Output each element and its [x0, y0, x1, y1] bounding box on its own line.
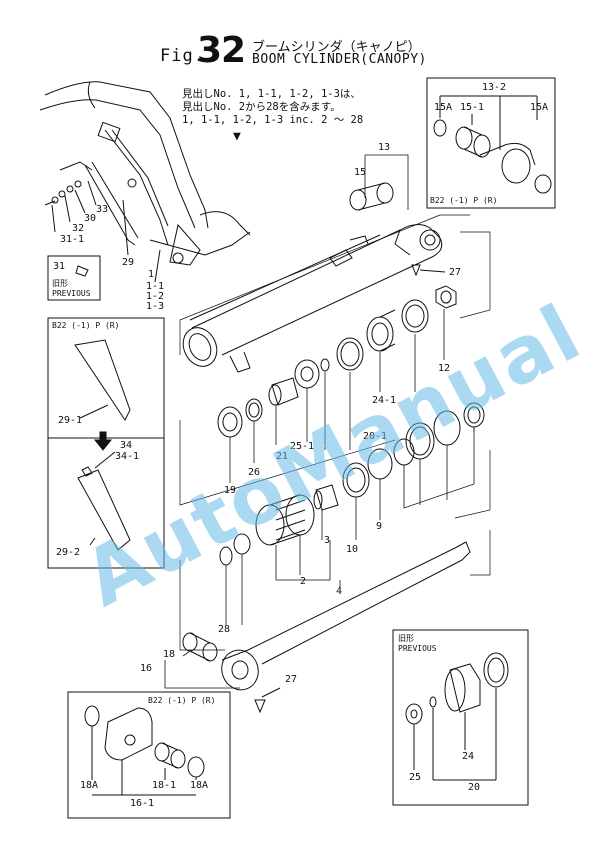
nut-12: [435, 285, 457, 309]
note-line-1: 見出しNo. 1, 1-1, 1-2, 1-3は、: [182, 88, 361, 100]
callout-15-1: 15-1: [460, 102, 485, 113]
callout-20-1: 20-1: [363, 431, 388, 442]
callout-2: 2: [300, 576, 307, 587]
callout-10: 10: [346, 544, 359, 555]
figure-label: Fig.: [160, 46, 205, 66]
inset-box-previous: [392, 629, 529, 806]
callout-1-3: 1-3: [146, 301, 165, 312]
inset-box-13-2: [426, 77, 556, 209]
inset-16-1-code: B22 (-1) P (R): [148, 696, 216, 705]
callout-34: 34: [120, 440, 133, 451]
callout-31: 31: [53, 261, 66, 272]
callout-31-1: 31-1: [60, 234, 85, 245]
bushing-18: [182, 632, 218, 662]
inset-13-2-parts: [433, 95, 552, 194]
grease-nipple-27-top: [411, 264, 446, 277]
callout-18: 18: [163, 649, 176, 660]
callout-29-1: 29-1: [58, 415, 83, 426]
callout-1-1: 1-1: [146, 281, 165, 292]
callout-24-1: 24-1: [372, 395, 397, 406]
inset-13-2-title: 13-2: [482, 82, 507, 93]
callout-18-1: 18-1: [152, 780, 177, 791]
callout-9: 9: [376, 521, 383, 532]
inset-previous-label: PREVIOUS: [398, 644, 437, 653]
callout-29-2: 29-2: [56, 547, 81, 558]
callout-16-1: 16-1: [130, 798, 155, 809]
callout-25: 25: [409, 772, 422, 783]
callout-15a-right: 15A: [530, 102, 549, 113]
callout-29: 29: [122, 257, 135, 268]
cylinder-tube: [182, 224, 443, 373]
inset-previous-old-jp: 旧形: [398, 634, 414, 643]
grease-nipple-27-bottom: [254, 687, 281, 714]
inset-13-2-code: B22 (-1) P (R): [430, 196, 498, 205]
callout-18a-left: 18A: [80, 780, 99, 791]
callout-32: 32: [72, 223, 85, 234]
callout-27-top: 27: [449, 267, 462, 278]
note-line-2: 見出しNo. 2から28を含みます。: [182, 101, 341, 113]
callout-19: 19: [224, 485, 237, 496]
pin-parts-group: [44, 180, 161, 283]
callout-15: 15: [354, 167, 367, 178]
callout-26: 26: [248, 467, 261, 478]
callout-12: 12: [438, 363, 451, 374]
inset-31-old-jp: 旧形: [52, 279, 68, 288]
callout-1-2: 1-2: [146, 291, 165, 302]
callout-13: 13: [378, 142, 391, 153]
inset-31-previous: PREVIOUS: [52, 289, 91, 298]
callout-21: 21: [276, 451, 289, 462]
callout-20: 20: [468, 782, 481, 793]
cover-29-1: [74, 339, 131, 421]
callout-24: 24: [462, 751, 475, 762]
figure-number: 32: [197, 30, 246, 71]
callout-3: 3: [324, 535, 331, 546]
bushing-15: [349, 182, 394, 211]
title-japanese: ブームシリンダ（キャノピ）: [252, 40, 421, 55]
callout-15a-left: 15A: [434, 102, 453, 113]
down-arrow-icon: ▼: [233, 129, 241, 144]
callout-33: 33: [96, 204, 109, 215]
callout-30: 30: [84, 213, 97, 224]
callout-34-1: 34-1: [115, 451, 140, 462]
inset-box-31: [47, 255, 101, 301]
boom-arm-sketch: [39, 81, 251, 266]
piston-rod-4: [221, 541, 471, 691]
callout-1: 1: [148, 269, 155, 280]
callout-27-bottom: 27: [285, 674, 298, 685]
callout-28: 28: [218, 624, 231, 635]
note-line-3: 1, 1-1, 1-2, 1-3 inc. 2 ～ 28: [182, 114, 364, 126]
callout-4: 4: [336, 586, 343, 597]
inset-box-16-1: [67, 691, 231, 819]
inset-29-1-code: B22 (-1) P (R): [52, 321, 120, 330]
callout-25-1: 25-1: [290, 441, 315, 452]
callout-18a-right: 18A: [190, 780, 209, 791]
title-english: BOOM CYLINDER(CANOPY): [252, 52, 427, 67]
callout-16: 16: [140, 663, 153, 674]
